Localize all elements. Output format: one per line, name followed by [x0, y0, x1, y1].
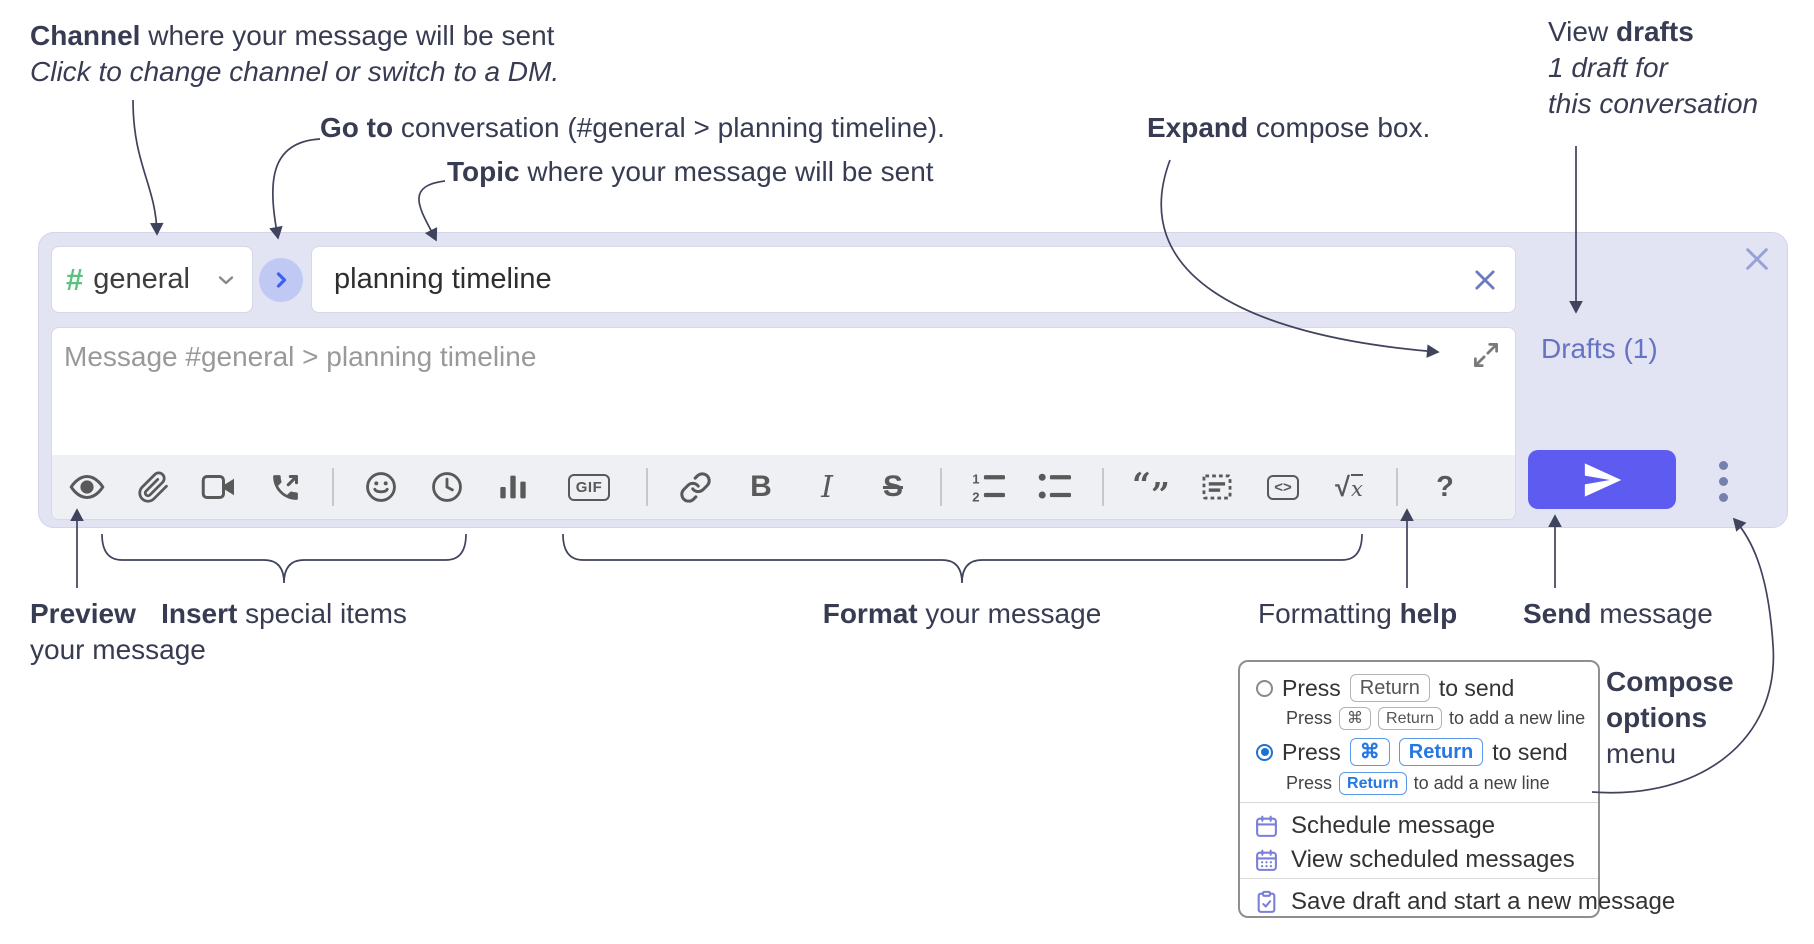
ellipsis-dot	[1718, 492, 1728, 502]
voice-call-icon[interactable]	[266, 467, 304, 507]
go-to-conversation-button[interactable]	[259, 258, 303, 302]
drafts-link[interactable]: Drafts (1)	[1541, 333, 1658, 364]
annotation-preview: Preview your message	[30, 598, 206, 665]
annotation-send: Send message	[1523, 598, 1713, 629]
annotation-channel: Channel where your message will be sent	[30, 20, 555, 51]
compose-options-menu-button[interactable]	[1709, 457, 1737, 505]
expand-compose-icon[interactable]	[1471, 340, 1501, 370]
annotation-topic: Topic where your message will be sent	[447, 156, 934, 187]
annotation-format: Format your message	[822, 598, 1102, 629]
toolbar-divider	[1102, 468, 1104, 506]
compose-box: # general planning timeline Message #gen…	[38, 232, 1788, 528]
italic-icon[interactable]: I	[821, 469, 833, 505]
quote-icon[interactable]: “ ”	[1132, 465, 1170, 514]
gif-icon[interactable]: GIF	[560, 467, 618, 507]
annotation-goto: Go to conversation (#general > planning …	[320, 112, 945, 143]
poll-icon[interactable]	[494, 467, 532, 507]
svg-text:2: 2	[972, 490, 979, 503]
formatting-help-icon[interactable]: ?	[1436, 470, 1454, 503]
spoiler-icon[interactable]	[1198, 467, 1236, 507]
send-plane-icon	[1581, 459, 1623, 501]
chevron-right-icon	[269, 268, 293, 292]
send-button[interactable]	[1528, 450, 1676, 509]
radio-unselected-icon[interactable]	[1256, 679, 1273, 697]
svg-text:1: 1	[972, 471, 979, 486]
menu-item-save-draft[interactable]: Save draft and start a new message	[1254, 888, 1675, 916]
attach-file-icon[interactable]	[134, 467, 172, 507]
annotation-compose-options: Compose options menu	[1606, 666, 1734, 769]
bold-icon[interactable]: B	[750, 470, 772, 503]
annotation-view-drafts: View drafts 1 draft for this conversatio…	[1548, 16, 1759, 119]
message-placeholder: Message #general > planning timeline	[64, 341, 537, 372]
key-cmd: ⌘	[1339, 707, 1372, 730]
video-call-icon[interactable]	[200, 467, 238, 507]
menu-divider	[1240, 878, 1598, 879]
key-return: Return	[1398, 738, 1484, 766]
annotation-formatting-help: Formatting help	[1258, 598, 1458, 629]
ellipsis-dot	[1718, 476, 1728, 486]
toolbar-divider	[1396, 468, 1398, 506]
toolbar-divider	[646, 468, 648, 506]
calendar-icon	[1254, 813, 1280, 839]
annotation-channel-hint: Click to change channel or switch to a D…	[30, 56, 560, 87]
save-draft-icon	[1254, 889, 1280, 915]
code-icon[interactable]: <>	[1264, 467, 1302, 507]
key-cmd: ⌘	[1349, 738, 1390, 766]
key-return: Return	[1339, 772, 1407, 795]
channel-selector[interactable]: # general	[51, 246, 253, 313]
ellipsis-dot	[1718, 460, 1728, 470]
strikethrough-icon[interactable]: S	[882, 470, 903, 503]
emoji-icon[interactable]	[362, 467, 400, 507]
menu-item-view-scheduled[interactable]: View scheduled messages	[1254, 846, 1575, 874]
close-compose-icon[interactable]	[1741, 243, 1773, 275]
channel-hash-icon: #	[66, 261, 84, 297]
link-icon[interactable]	[676, 467, 714, 507]
annotation-expand: Expand compose box.	[1147, 112, 1431, 143]
menu-item-schedule-message[interactable]: Schedule message	[1254, 812, 1495, 840]
bulleted-list-icon[interactable]	[1036, 467, 1074, 507]
time-icon[interactable]	[428, 467, 466, 507]
key-return: Return	[1349, 674, 1430, 702]
math-icon[interactable]: √x	[1335, 471, 1363, 502]
radio-selected-icon[interactable]	[1256, 743, 1273, 761]
topic-input[interactable]: planning timeline	[311, 246, 1516, 313]
preview-icon[interactable]	[68, 467, 106, 507]
message-area[interactable]: Message #general > planning timeline	[51, 327, 1516, 520]
menu-divider	[1240, 802, 1598, 803]
calendar-scheduled-icon	[1254, 847, 1280, 873]
annotation-insert: Insert special items	[161, 598, 407, 629]
key-return: Return	[1378, 707, 1443, 730]
topic-value: planning timeline	[334, 263, 552, 295]
chevron-down-icon	[214, 268, 238, 292]
toolbar-divider	[332, 468, 334, 506]
toolbar-divider	[940, 468, 942, 506]
channel-name: general	[93, 263, 190, 295]
clear-topic-icon[interactable]	[1471, 266, 1499, 294]
